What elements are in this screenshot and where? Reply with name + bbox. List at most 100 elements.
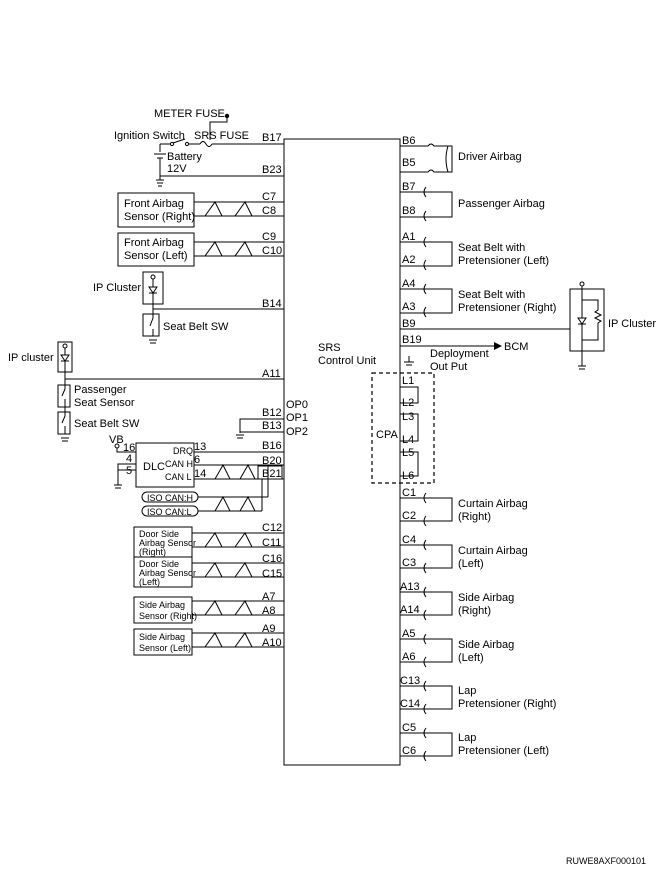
led-icon [60, 348, 70, 380]
seat-belt-sw-2-box [57, 411, 71, 435]
side-airbag-sensor-right [133, 596, 193, 624]
pin-c4: C4 [402, 534, 416, 546]
sbp-right-label-2: Pretensioner (Right) [458, 302, 556, 314]
pin-b21-highlight [257, 465, 283, 480]
cpa-l3: L3 [402, 411, 414, 423]
cpa-l2: L2 [402, 397, 414, 409]
lap-right-label-2: Pretensioner (Right) [458, 698, 556, 710]
bcm-label: BCM [504, 341, 528, 353]
switch-icon [61, 407, 66, 434]
dlc-pin-4: 4 [126, 453, 132, 465]
twisted-pair-icon [204, 632, 253, 648]
dlc-pin-14: 14 [194, 468, 206, 480]
connector-icon [423, 727, 427, 762]
deployment-label-2: Out Put [430, 361, 467, 373]
lap-left-label-1: Lap [458, 732, 476, 744]
dlc-vb-label: VB [109, 434, 124, 446]
side-sensor-right-label-2: Sensor (Right) [139, 611, 197, 621]
door-side-sensor-left [133, 556, 193, 588]
door-right-label-1: Door Side [139, 529, 179, 539]
connector-icon [423, 586, 427, 621]
sbp-right-label-1: Seat Belt with [458, 289, 525, 301]
pin-c11: C11 [262, 537, 281, 549]
pin-a14: A14 [400, 604, 420, 616]
connector-icon [423, 539, 427, 574]
pin-c14: C14 [400, 698, 420, 710]
twisted-pair-icon [204, 241, 253, 257]
pin-b23: B23 [262, 164, 282, 176]
led-icon [577, 286, 587, 366]
twisted-pair-icon [204, 562, 253, 578]
twisted-pair-icon [204, 201, 253, 217]
pin-b21: B21 [262, 468, 282, 480]
connector-icon [423, 492, 427, 527]
door-left-label-3: (Left) [139, 577, 160, 587]
sbp-left-label-1: Seat Belt with [458, 242, 525, 254]
iso-can-l-label: ISO CAN:L [147, 507, 192, 517]
ignition-switch-label: Ignition Switch [114, 130, 185, 142]
pin-c13: C13 [400, 675, 420, 687]
front-sensor-right-label-2: Sensor (Right) [124, 211, 195, 223]
pin-b16: B16 [262, 440, 282, 452]
op2-label: OP2 [286, 426, 308, 438]
pin-b6: B6 [402, 135, 415, 147]
dlc-can-l-label: CAN L [165, 472, 192, 482]
pin-c10: C10 [262, 245, 282, 257]
door-left-label-2: Airbag Sensor [139, 568, 196, 578]
pin-c1: C1 [402, 487, 416, 499]
twisted-pair-icon [214, 495, 256, 512]
twisted-pair-icon [214, 463, 256, 480]
pin-c16: C16 [262, 553, 282, 565]
pin-c3: C3 [402, 557, 416, 569]
pin-b9: B9 [402, 318, 415, 330]
passenger-seat-sensor-label-1: Passenger [74, 384, 127, 396]
power-terminal-icon [579, 281, 585, 287]
connector-icon [423, 236, 427, 271]
front-sensor-right-label-1: Front Airbag [124, 198, 184, 210]
curtain-right-label-1: Curtain Airbag [458, 498, 528, 510]
dlc-can-h-label: CAN H [165, 459, 193, 469]
pin-a10: A10 [262, 637, 282, 649]
pin-a7: A7 [262, 591, 275, 603]
pin-b14: B14 [262, 298, 282, 310]
side-airbag-left-label-1: Side Airbag [458, 639, 514, 651]
dlc-pin-16: 16 [123, 442, 135, 454]
dlc-pin-13: 13 [194, 441, 206, 453]
pin-c9: C9 [262, 231, 276, 243]
pin-a1: A1 [402, 231, 415, 243]
switch-icon [61, 379, 66, 407]
pin-b17: B17 [262, 132, 282, 144]
dlc-label: DLC [143, 461, 165, 473]
arrow-right-icon [494, 342, 502, 350]
ground-icon [404, 356, 414, 366]
curtain-left-label-1: Curtain Airbag [458, 545, 528, 557]
door-right-label-2: Airbag Sensor [139, 538, 196, 548]
side-airbag-left-label-2: (Left) [458, 652, 484, 664]
connector-icon [423, 633, 427, 668]
op1-label: OP1 [286, 412, 308, 424]
figure-code: RUWE8AXF000101 [566, 856, 646, 866]
pin-c8: C8 [262, 205, 276, 217]
cpa-dashed-box [371, 372, 435, 484]
ip-cluster-1-label: IP Cluster [93, 282, 141, 294]
dlc-pin-6: 6 [194, 454, 200, 466]
passenger-seat-sensor-box [57, 384, 71, 408]
side-sensor-left-label-1: Side Airbag [139, 632, 185, 642]
pin-b7: B7 [402, 181, 415, 193]
cpa-label: CPA [376, 429, 398, 441]
deployment-label-1: Deployment [430, 348, 489, 360]
op0-label: OP0 [286, 399, 308, 411]
ground-icon [156, 179, 164, 187]
battery-voltage: 12V [167, 163, 187, 175]
ip-cluster-3-label: IP Cluster [608, 318, 656, 330]
seat-belt-sw-2-label: Seat Belt SW [74, 418, 140, 430]
pin-a3: A3 [402, 301, 415, 313]
switch-icon [149, 309, 154, 336]
ground-icon [61, 437, 69, 442]
control-unit-label-2: Control Unit [318, 355, 376, 367]
iso-can-h-label: ISO CAN:H [147, 493, 193, 503]
ground-icon [236, 434, 244, 439]
pin-a6: A6 [402, 651, 415, 663]
clockspring-wiring [400, 143, 453, 173]
